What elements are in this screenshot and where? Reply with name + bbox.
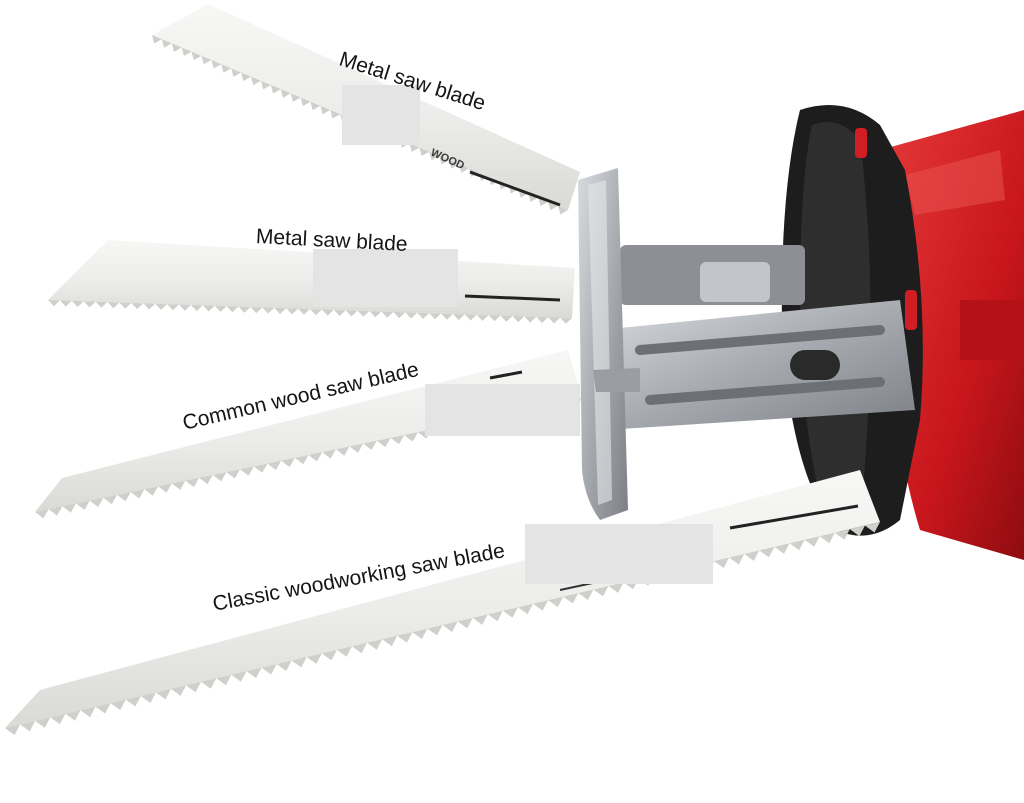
blade-classic-woodworking [5, 470, 880, 735]
blade-metal-second [48, 240, 575, 324]
blade-holder [578, 168, 915, 520]
covered-markings [313, 85, 713, 584]
